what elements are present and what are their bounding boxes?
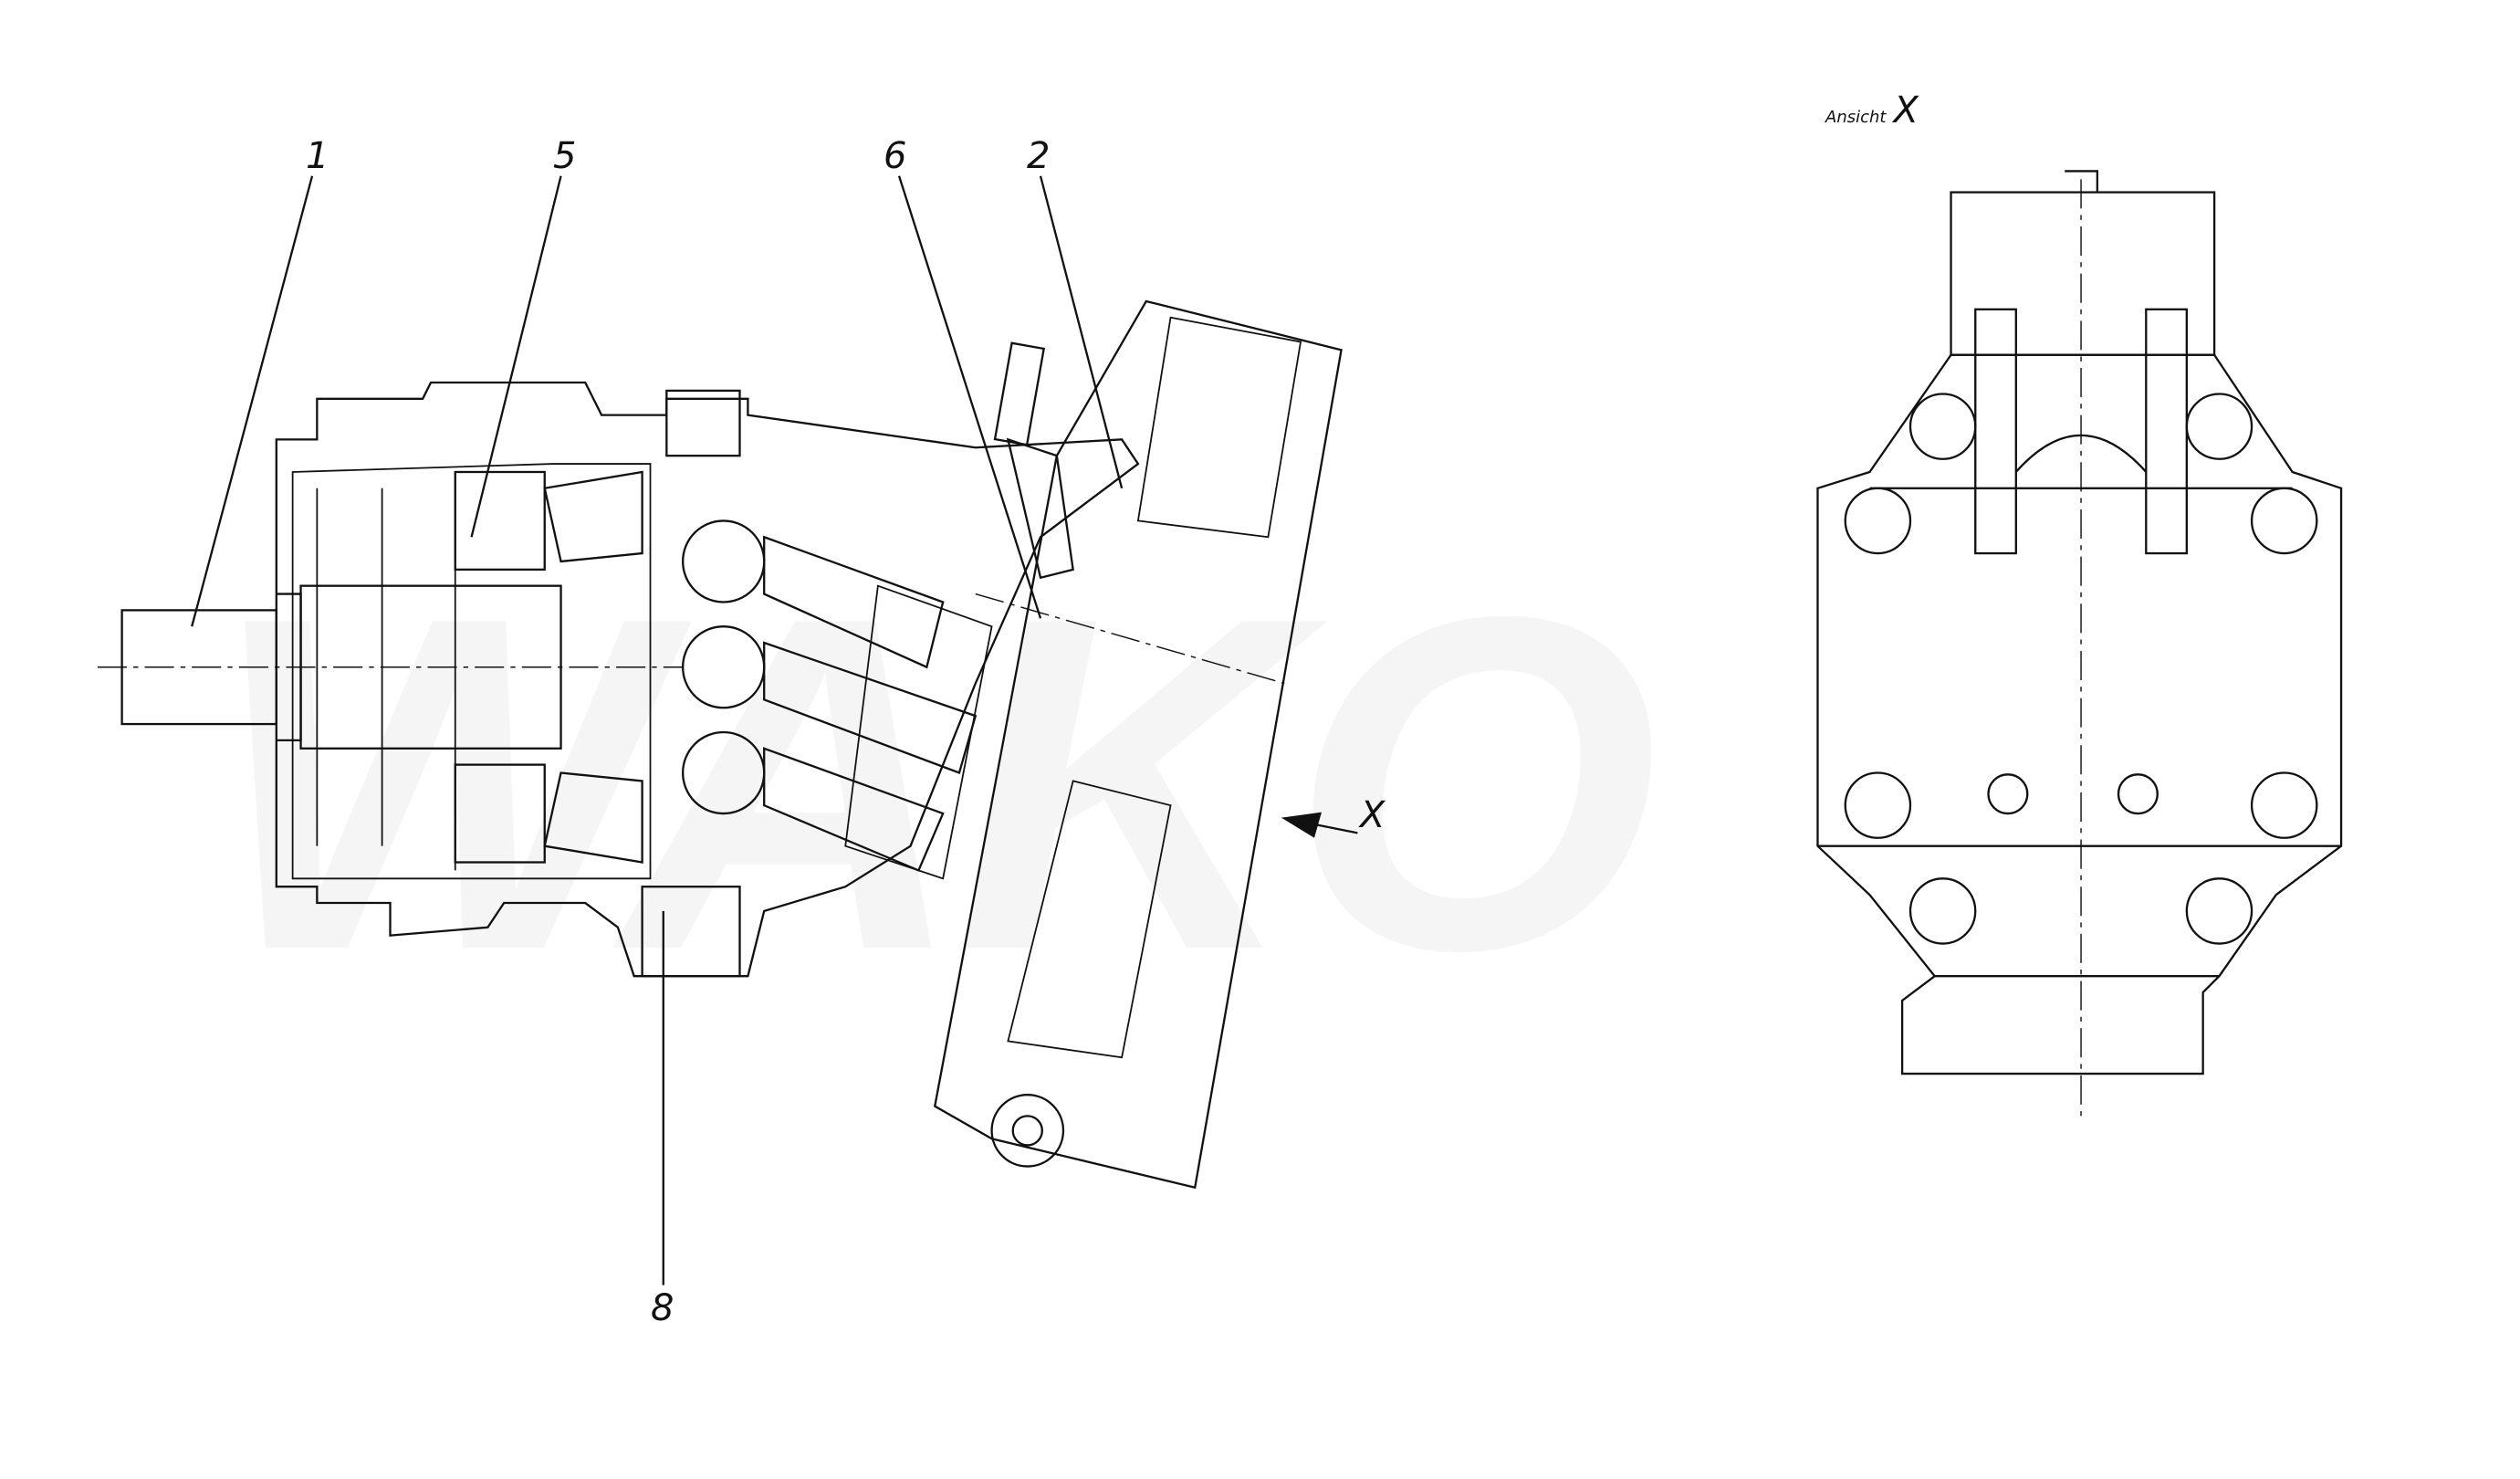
pistons [681,519,993,880]
callout-6: 6 [884,135,907,177]
callout-8: 8 [651,1287,674,1329]
shaft [97,584,684,750]
callout-1: 1 [306,135,329,177]
bearings [454,470,643,864]
view-arrow-label: X [1360,794,1385,836]
valve-cover [933,299,1343,1190]
view-title-prefix: Ansicht [1825,108,1887,127]
leader-lines [191,175,1124,1285]
callout-5: 5 [553,135,577,177]
view-title-letter: X [1893,89,1919,131]
view-title: Ansicht X [1825,89,1919,131]
housing [275,381,1140,978]
view-x-drawing [1816,170,2343,1123]
callout-2: 2 [1027,135,1051,177]
view-x-arrow [1281,812,1358,838]
